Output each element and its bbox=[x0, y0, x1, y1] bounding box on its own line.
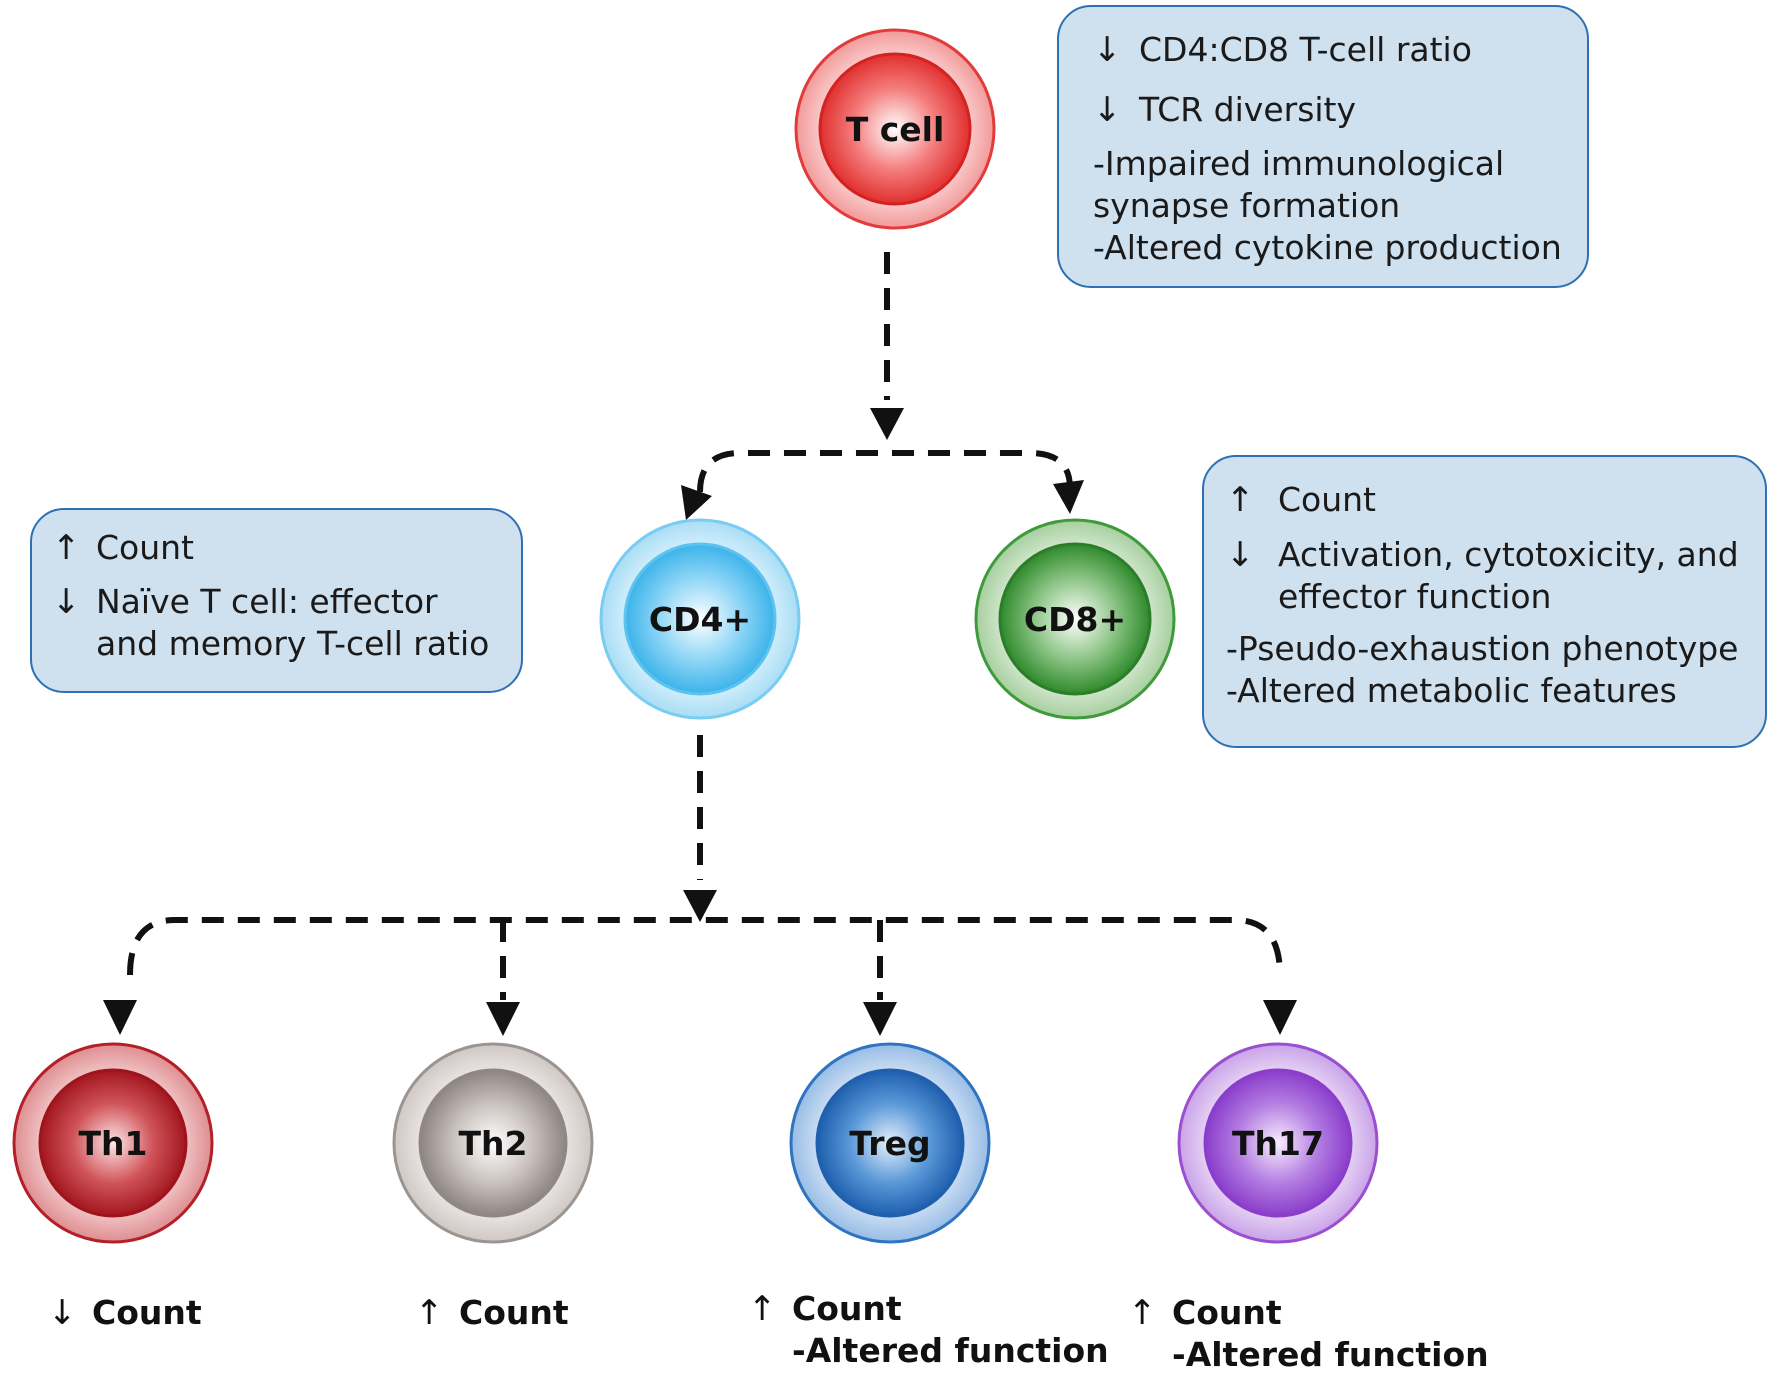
arrowhead-treg bbox=[863, 1002, 897, 1036]
th1-caption: ↓ Count bbox=[48, 1292, 202, 1334]
treg-node: Treg bbox=[789, 1042, 991, 1244]
tcell-box-row: ↓ TCR diversity bbox=[1093, 89, 1587, 131]
tcell-label: T cell bbox=[846, 110, 945, 149]
arrowhead-th2 bbox=[486, 1002, 520, 1036]
tcell-box-row: ↓ CD4:CD8 T-cell ratio bbox=[1093, 29, 1587, 71]
up-arrow-icon: ↑ bbox=[1226, 480, 1255, 520]
down-arrow-icon: ↓ bbox=[1093, 90, 1122, 130]
up-arrow-icon: ↑ bbox=[748, 1289, 777, 1329]
treg-label: Treg bbox=[849, 1124, 930, 1163]
th2-caption: ↑ Count bbox=[415, 1292, 569, 1334]
cd8-box-line: -Altered metabolic features bbox=[1226, 671, 1677, 710]
up-arrow-icon: ↑ bbox=[52, 528, 81, 568]
arrowheads bbox=[103, 408, 1297, 1036]
cd4-box-naive: Naïve T cell: effector bbox=[96, 582, 438, 621]
cd4-info-box: ↑ Count ↓ Naïve T cell: effector and mem… bbox=[30, 508, 523, 693]
cd8-box-row: ↓ Activation, cytotoxicity, and effector… bbox=[1226, 534, 1765, 618]
down-arrow-icon: ↓ bbox=[52, 582, 81, 622]
th17-caption: ↑ Count -Altered function bbox=[1128, 1292, 1489, 1376]
down-arrow-icon: ↓ bbox=[48, 1293, 77, 1333]
up-arrow-icon: ↑ bbox=[1128, 1293, 1157, 1333]
cd4-label: CD4+ bbox=[649, 600, 751, 639]
down-arrow-icon: ↓ bbox=[1093, 30, 1122, 70]
th1-label: Th1 bbox=[79, 1124, 148, 1163]
treg-caption-extra: -Altered function bbox=[792, 1331, 1109, 1370]
cd4-box-count: Count bbox=[96, 528, 195, 567]
arrowhead-th1 bbox=[103, 1000, 137, 1035]
tcell-box-line: synapse formation bbox=[1093, 186, 1401, 225]
treg-caption-count: Count bbox=[792, 1289, 902, 1328]
down-arrow-icon: ↓ bbox=[1226, 535, 1255, 575]
arrowhead-tcell bbox=[870, 408, 904, 440]
cd8-box-activation: Activation, cytotoxicity, and bbox=[1278, 535, 1739, 574]
cd8-box-activation-cont: effector function bbox=[1278, 577, 1552, 616]
th17-caption-extra: -Altered function bbox=[1172, 1335, 1489, 1374]
cd8-label: CD8+ bbox=[1024, 600, 1126, 639]
tcell-box-line: -Impaired immunological bbox=[1093, 144, 1505, 183]
tcell-box-line: -Altered cytokine production bbox=[1093, 228, 1562, 267]
connector-split-cd bbox=[697, 450, 1073, 493]
cd4-box-naive-cont: and memory T-cell ratio bbox=[96, 624, 490, 663]
th1-node: Th1 bbox=[12, 1042, 214, 1244]
cd8-box-line: -Pseudo-exhaustion phenotype bbox=[1226, 629, 1739, 668]
connector-split-th bbox=[127, 917, 1283, 976]
cd4-node: CD4+ bbox=[599, 518, 801, 720]
th17-caption-count: Count bbox=[1172, 1293, 1282, 1332]
cd8-node: CD8+ bbox=[974, 518, 1176, 720]
cd8-info-box: ↑ Count ↓ Activation, cytotoxicity, and … bbox=[1202, 455, 1767, 748]
arrowhead-cd8 bbox=[1053, 480, 1084, 514]
cd4-box-row: ↑ Count bbox=[52, 527, 521, 569]
arrowhead-cd4 bbox=[681, 485, 712, 520]
cd4-box-row: ↓ Naïve T cell: effector and memory T-ce… bbox=[52, 581, 521, 665]
cd8-box-row: ↑ Count bbox=[1226, 479, 1765, 521]
tcell-box-tcr: TCR diversity bbox=[1139, 90, 1357, 129]
arrowhead-th17 bbox=[1263, 1000, 1297, 1035]
th1-caption-count: Count bbox=[92, 1293, 202, 1332]
arrowhead-cd4-down bbox=[683, 890, 717, 922]
th17-node: Th17 bbox=[1177, 1042, 1379, 1244]
connectors bbox=[127, 252, 1283, 1000]
tcell-info-box: ↓ CD4:CD8 T-cell ratio ↓ TCR diversity -… bbox=[1057, 5, 1589, 288]
treg-caption: ↑ Count -Altered function bbox=[748, 1288, 1109, 1372]
up-arrow-icon: ↑ bbox=[415, 1293, 444, 1333]
tcell-node: T cell bbox=[794, 28, 996, 230]
th2-node: Th2 bbox=[392, 1042, 594, 1244]
th17-label: Th17 bbox=[1232, 1124, 1324, 1163]
th2-caption-count: Count bbox=[459, 1293, 569, 1332]
th2-label: Th2 bbox=[459, 1124, 528, 1163]
cd8-box-count: Count bbox=[1278, 480, 1377, 519]
tcell-box-ratio: CD4:CD8 T-cell ratio bbox=[1139, 30, 1472, 69]
